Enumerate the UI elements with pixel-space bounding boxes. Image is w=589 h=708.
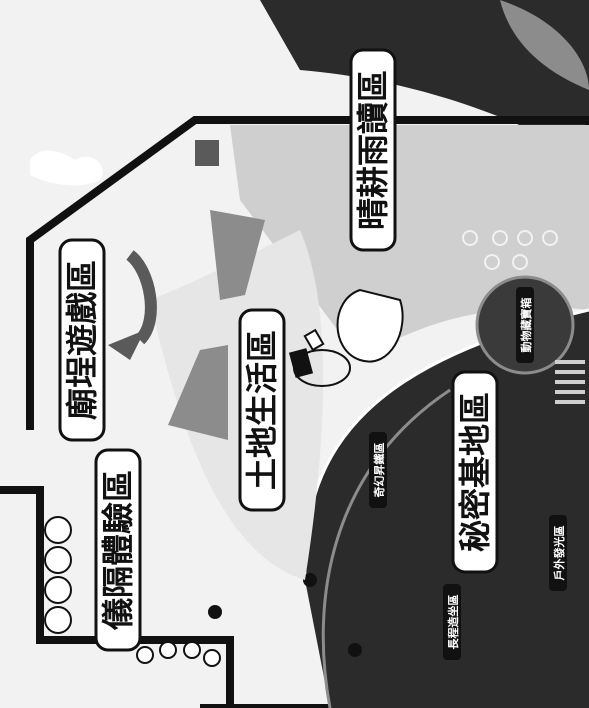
label-farming-rain: 晴耕雨讀區 xyxy=(349,48,397,252)
small-label-1-text: 動物藏寶箱 xyxy=(519,298,533,353)
path-node xyxy=(208,605,222,619)
dark-region-top xyxy=(260,0,589,160)
small-label-1: 動物藏寶箱 xyxy=(516,287,534,363)
label-ritual-experience: 儀隔體驗區 xyxy=(94,448,142,652)
chair-icon xyxy=(303,328,325,352)
small-label-4-text: 戶外發光區 xyxy=(552,526,566,581)
inner-arc xyxy=(321,388,451,708)
land-life-text: 土地生活區 xyxy=(243,330,281,490)
farming-rain-text: 晴耕雨讀區 xyxy=(354,70,392,230)
stepping-stones xyxy=(462,230,558,270)
secret-base-floor xyxy=(304,310,589,708)
ritual-experience-text: 儀隔體驗區 xyxy=(99,470,137,631)
bench-icon xyxy=(288,348,314,378)
ritual-room-outline xyxy=(0,486,234,708)
equipment-icon xyxy=(195,140,219,166)
shrub-icon xyxy=(30,150,103,186)
ritual-ovals xyxy=(136,641,221,667)
small-label-3-text: 長程造坐區 xyxy=(446,595,460,650)
label-land-life: 土地生活區 xyxy=(238,308,286,512)
stage-upper xyxy=(210,210,265,300)
label-secret-base: 秘密基地區 xyxy=(451,370,499,574)
path-node xyxy=(348,643,362,657)
arrow-head-icon xyxy=(108,330,145,360)
winding-path xyxy=(336,288,404,363)
curved-arrow xyxy=(125,250,157,345)
plant-icon xyxy=(500,0,589,90)
small-label-3: 長程造坐區 xyxy=(443,584,461,660)
stage-lower xyxy=(168,345,228,440)
label-temple-games: 廟埕遊戲區 xyxy=(58,238,106,442)
temple-games-text: 廟埕遊戲區 xyxy=(63,260,101,420)
small-label-4: 戶外發光區 xyxy=(549,515,567,591)
secret-base-text: 秘密基地區 xyxy=(456,392,494,552)
small-label-2-text: 奇幻昇鐵區 xyxy=(372,443,386,498)
path-node xyxy=(303,573,317,587)
stairs-icon xyxy=(555,360,585,404)
small-label-2: 奇幻昇鐵區 xyxy=(369,432,387,508)
ritual-circles xyxy=(44,516,72,634)
